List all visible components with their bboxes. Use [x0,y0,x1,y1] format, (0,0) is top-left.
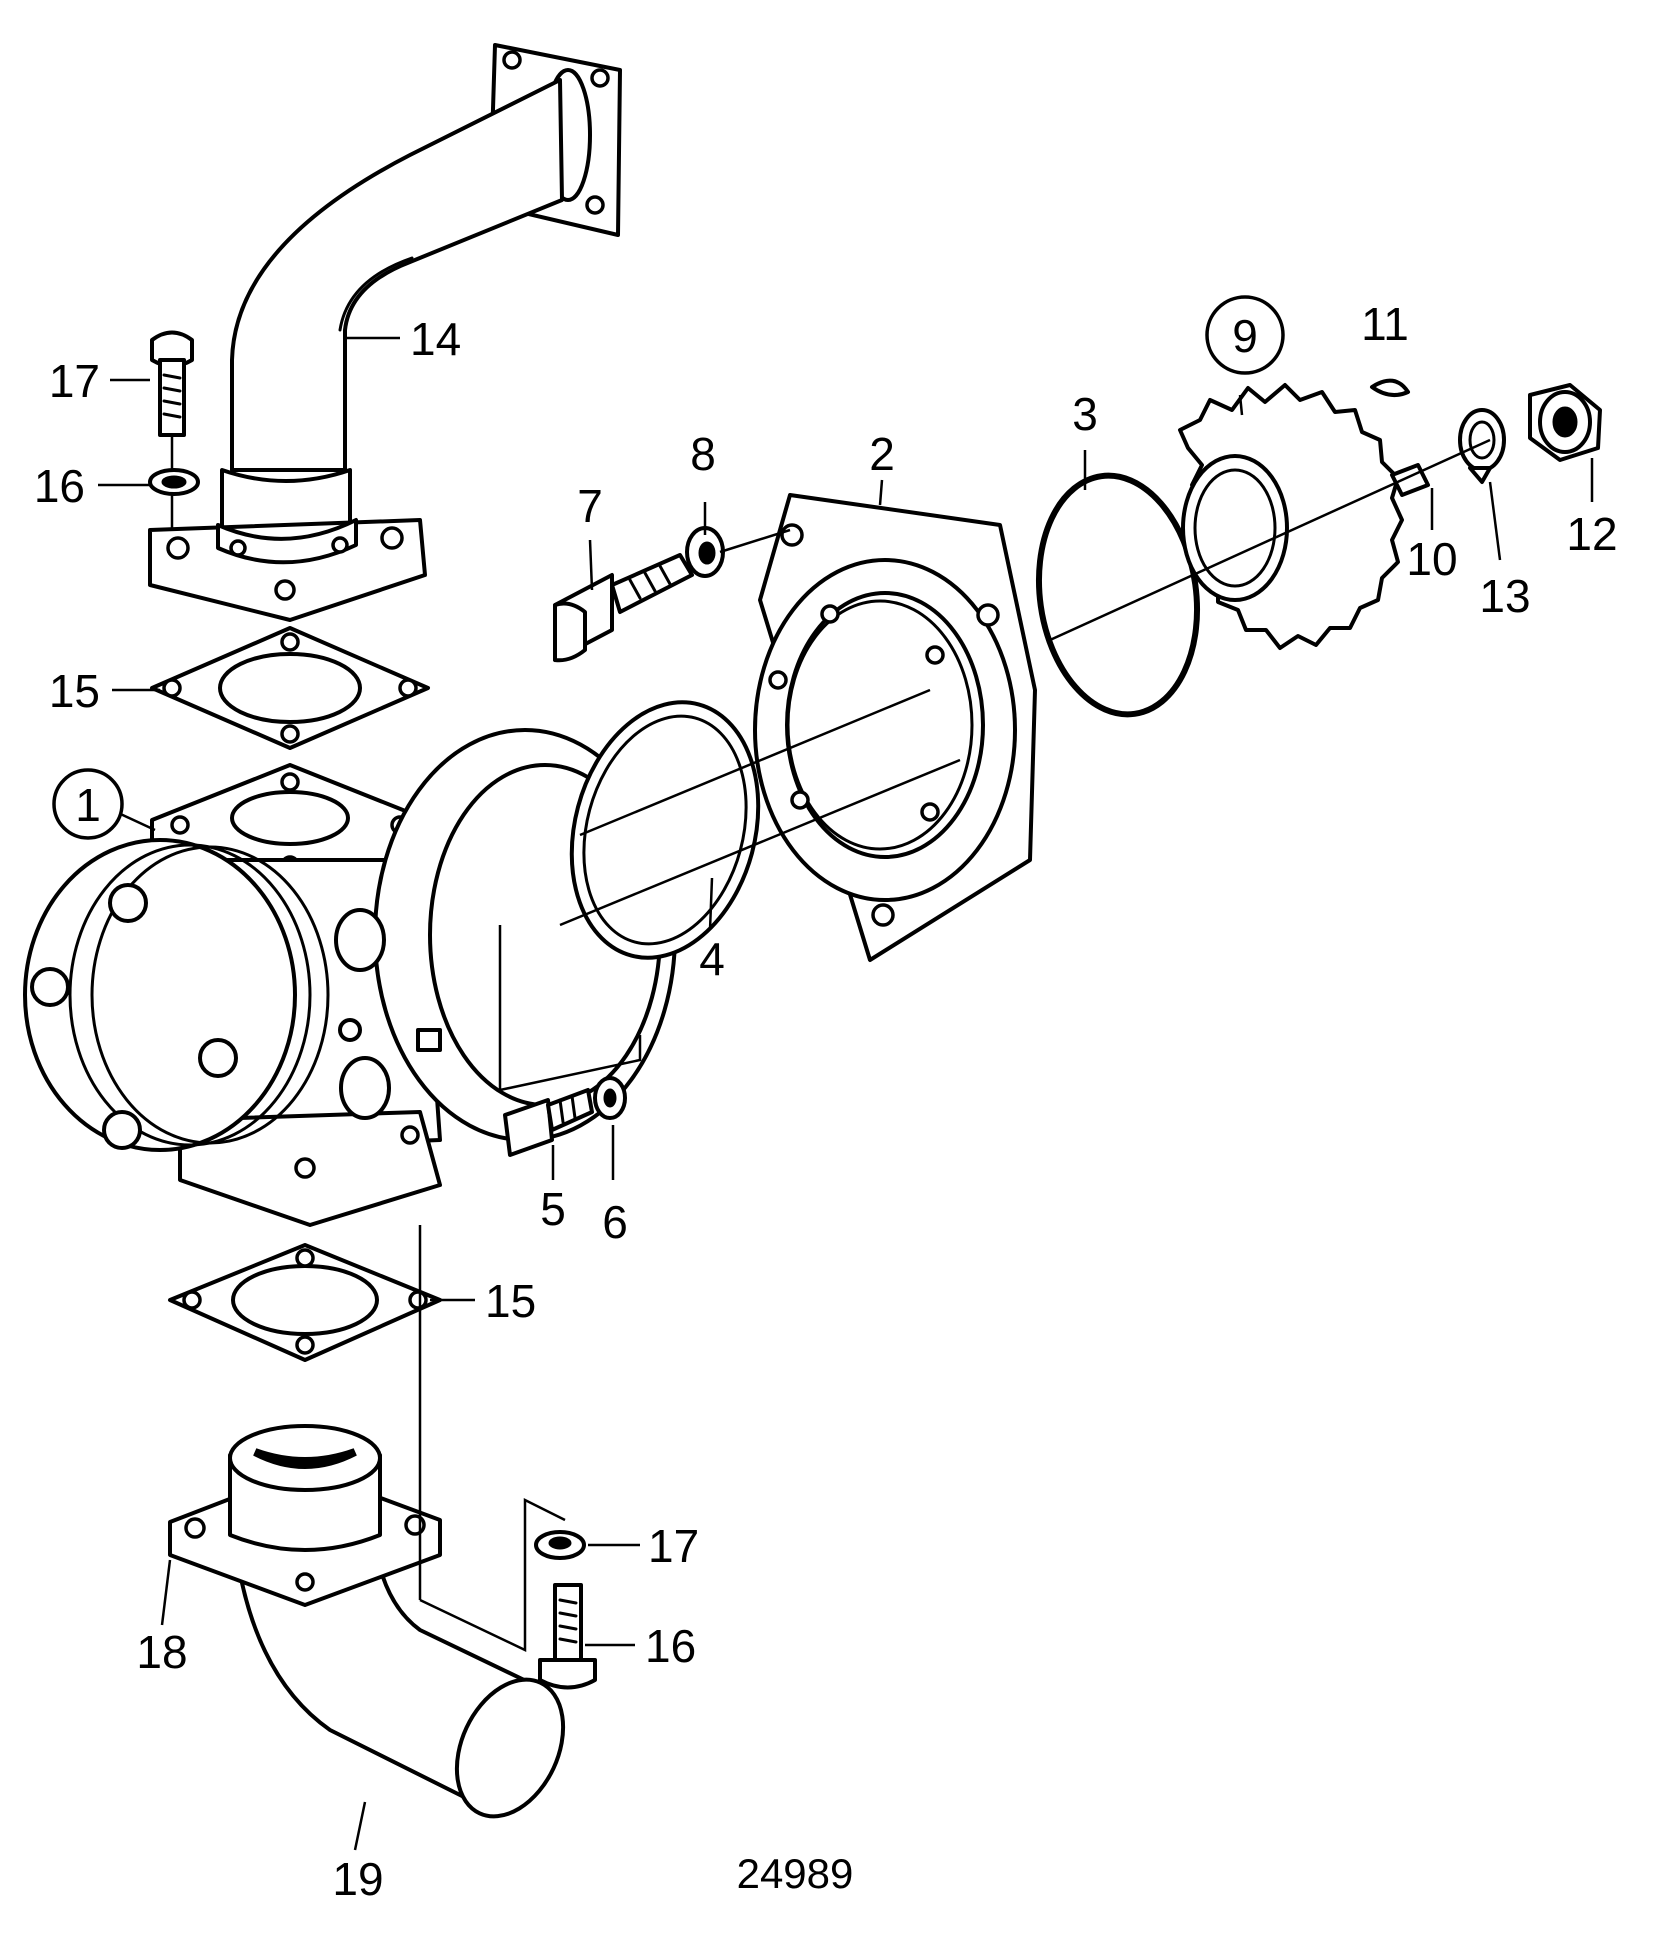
bolt-housing [503,1088,594,1157]
washer-housing [593,1076,627,1120]
mounting-plate [753,493,1037,962]
pump-housing [23,728,677,1227]
gasket-upper [150,626,430,750]
callout-circle-1 [52,768,124,840]
washer-plate [685,526,725,578]
callout-5: 5 [540,1183,566,1235]
lock-nut [1528,383,1602,462]
callout-17-upper: 17 [49,355,100,407]
callout-10: 10 [1406,533,1457,585]
callout-9: 9 [1232,310,1258,362]
lock-washer [1458,408,1506,484]
washer-upper [148,468,200,496]
callout-11: 11 [1361,298,1409,350]
callout-6: 6 [602,1196,628,1248]
callout-18: 18 [136,1626,187,1678]
gasket-lower [168,1243,442,1362]
callout-2: 2 [869,428,895,480]
key [1370,378,1410,398]
callout-12: 12 [1566,508,1617,560]
callout-15-upper: 15 [49,665,100,717]
callout-16-lower: 16 [645,1620,696,1672]
bolt-lower [538,1583,597,1690]
callout-leaders [98,336,1594,1851]
callout-15-lower: 15 [485,1275,536,1327]
callout-19: 19 [332,1853,383,1905]
inlet-pipe-lower [168,1424,566,1819]
callout-7: 7 [577,480,603,532]
callout-13: 13 [1479,570,1530,622]
reference-number: 24989 [737,1850,854,1897]
bolt-upper [150,330,194,530]
callout-4: 4 [699,933,725,985]
bolt-plate [553,553,694,663]
callout-16-upper: 16 [34,460,85,512]
callout-1: 1 [75,779,101,831]
callout-circle-9 [1205,295,1285,375]
callout-17-lower: 17 [648,1520,699,1572]
washer-lower [534,1530,586,1560]
callout-8: 8 [690,428,716,480]
callout-labels: 1 2 3 4 5 6 7 8 9 10 11 12 13 14 15 15 1… [34,295,1618,1905]
assembly-lines [418,438,1491,1652]
callout-3: 3 [1072,388,1098,440]
callout-14: 14 [410,313,461,365]
o-ring [1035,472,1201,718]
outlet-pipe-upper [148,43,622,622]
drive-gear [1178,383,1404,650]
